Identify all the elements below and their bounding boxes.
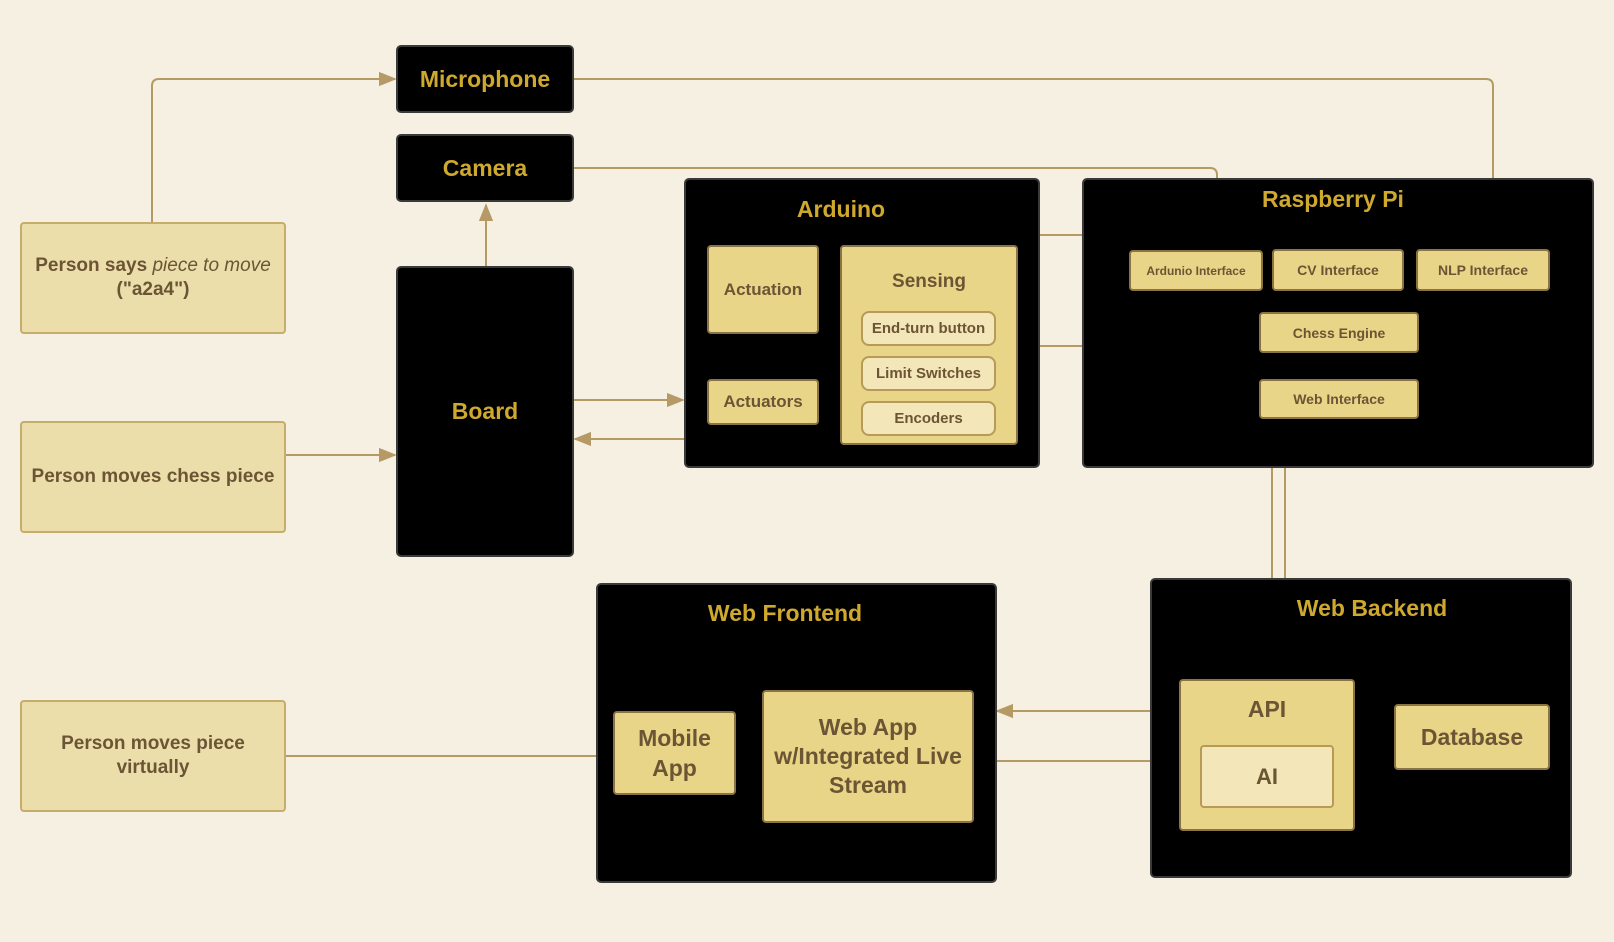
person-moves-label: Person moves chess piece xyxy=(31,466,275,487)
web-interface-label: Web Interface xyxy=(1293,391,1385,407)
chess-engine-box: Chess Engine xyxy=(1259,312,1419,353)
mobile-app-box: Mobile App xyxy=(613,711,736,795)
actuation-label: Actuation xyxy=(723,279,803,299)
cv-interface-box: CV Interface xyxy=(1272,249,1404,291)
arduino-interface-label: Ardunio Interface xyxy=(1146,263,1246,278)
actuation-box: Actuation xyxy=(707,245,819,334)
ai-label: AI xyxy=(1256,763,1278,789)
actuators-label: Actuators xyxy=(723,392,803,411)
web-interface-box: Web Interface xyxy=(1259,379,1419,419)
web-app-box: Web App w/Integrated Live Stream xyxy=(762,690,974,823)
arrow-speech-to-microphone xyxy=(151,71,397,222)
example-move-text: ("a2a4") xyxy=(116,279,190,300)
database-box: Database xyxy=(1394,704,1550,770)
mobile-app-label: Mobile App xyxy=(638,725,711,781)
raspberry-pi-title: Raspberry Pi xyxy=(1262,186,1404,212)
web-frontend-title: Web Frontend xyxy=(707,600,863,626)
sensing-title: Sensing xyxy=(892,271,966,292)
actuators-box: Actuators xyxy=(707,379,819,425)
encoders-label: Encoders xyxy=(894,410,963,427)
web-backend-title: Web Backend xyxy=(1296,595,1448,621)
database-label: Database xyxy=(1420,723,1524,750)
microphone-label: Microphone xyxy=(419,65,551,92)
limit-switches-label: Limit Switches xyxy=(875,365,982,382)
nlp-interface-box: NLP Interface xyxy=(1416,249,1550,291)
board-box: Board xyxy=(396,266,574,557)
person-says-label: Person says xyxy=(35,255,148,276)
arrow-microphone-to-nlp xyxy=(574,78,1501,249)
sensing-item-limit-switches: Limit Switches xyxy=(861,356,996,391)
piece-to-move-text: piece to move xyxy=(152,255,271,276)
api-label: API xyxy=(1247,696,1287,722)
person-virtual-label: Person moves piece virtually xyxy=(61,733,245,778)
sensing-item-encoders: Encoders xyxy=(861,401,996,436)
end-turn-button-label: End-turn button xyxy=(871,320,986,337)
web-app-label: Web App w/Integrated Live Stream xyxy=(774,714,962,798)
cv-interface-label: CV Interface xyxy=(1297,262,1379,278)
arduino-title: Arduino xyxy=(796,196,886,222)
arduino-interface-box: Ardunio Interface xyxy=(1129,250,1263,291)
chess-engine-label: Chess Engine xyxy=(1292,324,1386,341)
person-says-box: Person says piece to move ("a2a4") xyxy=(20,222,286,334)
nlp-interface-label: NLP Interface xyxy=(1438,262,1528,278)
ai-box: AI xyxy=(1200,745,1334,808)
person-virtual-box: Person moves piece virtually xyxy=(20,700,286,812)
microphone-box: Microphone xyxy=(396,45,574,113)
camera-box: Camera xyxy=(396,134,574,202)
camera-label: Camera xyxy=(442,154,528,181)
sensing-item-end-turn-button: End-turn button xyxy=(861,311,996,346)
person-moves-box: Person moves chess piece xyxy=(20,421,286,533)
board-label: Board xyxy=(451,398,519,424)
